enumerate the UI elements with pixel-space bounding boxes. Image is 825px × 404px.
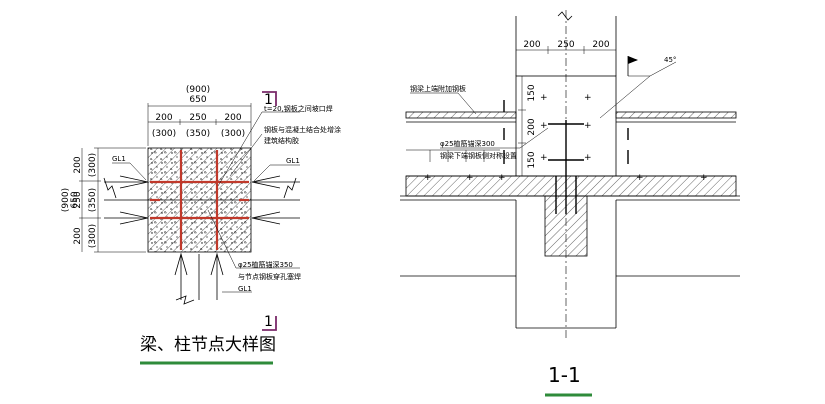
anchor-rebars (555, 176, 577, 214)
section-labels: 钢梁上端附加钢板 φ25植筋锚深300 钢梁下端钢板侧对称设置 (410, 84, 549, 160)
section-dim-top-3: 200 (592, 40, 609, 50)
note-top-2: 钢板与混凝土结合处增涂 (264, 125, 341, 134)
top-dimension-chain: (900) 650 200 250 200 (300) (350) (300) (147, 85, 252, 146)
dim-left-paren-1: (300) (88, 153, 98, 177)
dim-top-total-outer: (900) (186, 85, 210, 95)
concrete-slab (405, 175, 737, 197)
dim-left-seg-3: 200 (73, 227, 83, 244)
svg-text:+: + (466, 173, 474, 183)
svg-text:+: + (498, 173, 506, 183)
svg-text:+: + (584, 153, 592, 163)
detail-title: 梁、柱节点大样图 (140, 335, 276, 355)
connection-arrows (119, 175, 281, 276)
section-mark-bottom-label: 1 (264, 314, 273, 330)
section-dim-top-2: 250 (557, 40, 574, 50)
slab-markers: + + + + + (424, 173, 708, 183)
dim-top-paren-2: (350) (186, 129, 210, 139)
section-mark-top-label: 1 (264, 92, 273, 108)
section-note-3: 钢梁下端钢板侧对称设置 (440, 151, 517, 160)
section-dim-side-2: 200 (527, 118, 537, 135)
section-mark-top: 1 (262, 91, 277, 108)
dim-left-paren-2: (350) (88, 188, 98, 212)
dim-top-seg-2: 250 (189, 113, 206, 123)
column-concrete-texture (148, 148, 251, 252)
section-note-2: φ25植筋锚深300 (440, 139, 495, 148)
svg-text:+: + (584, 93, 592, 103)
dim-top-paren-3: (300) (221, 129, 245, 139)
svg-text:+: + (540, 93, 548, 103)
section-top-dims: 200 250 200 (516, 40, 616, 54)
label-gl-bottom: GL1 (238, 285, 252, 293)
steel-plates (150, 150, 249, 250)
svg-text:+: + (540, 121, 548, 131)
joint-bolts: + + + + + + (540, 93, 592, 176)
section-dim-side-1: 150 (527, 84, 537, 101)
dim-top-paren-1: (300) (152, 129, 176, 139)
weld-angle: 45° (664, 56, 676, 64)
dim-left-total-outer: (900) (61, 188, 71, 212)
label-gl-right: GL1 (286, 157, 300, 165)
svg-text:+: + (584, 121, 592, 131)
dim-left-seg-1: 200 (73, 156, 83, 173)
note-bottom-1: φ25植筋锚深350 (238, 260, 293, 269)
section-note-1: 钢梁上端附加钢板 (410, 84, 466, 93)
weld-symbol: 45° (599, 56, 676, 119)
svg-text:+: + (540, 153, 548, 163)
section-1-1: 200 250 200 150 200 150 45° + + + (400, 10, 740, 397)
dim-top-seg-3: 200 (224, 113, 241, 123)
dim-left-seg-2: 250 (73, 191, 83, 208)
section-dim-top-1: 200 (523, 40, 540, 50)
joint-detail-plan: (900) 650 200 250 200 (300) (350) (300) … (61, 85, 341, 365)
label-gl-left: GL1 (112, 155, 126, 163)
section-mark-bottom: 1 (262, 314, 277, 331)
note-top-3: 建筑结构胶 (264, 136, 299, 145)
section-dim-side-3: 150 (527, 151, 537, 168)
beam-side-ticks (429, 100, 629, 164)
steel-beam-right (615, 111, 737, 177)
dim-left-total-inner: 650 (70, 191, 80, 208)
svg-text:+: + (424, 173, 432, 183)
dim-top-seg-1: 200 (155, 113, 172, 123)
left-dimension-chain: (900) 650 200 250 200 (300) (350) (300) (61, 147, 146, 253)
section-title: 1-1 (548, 363, 581, 387)
bottom-notes: φ25植筋锚深350 与节点钢板穿孔塞焊 (207, 209, 301, 281)
svg-text:+: + (636, 173, 644, 183)
dim-left-paren-3: (300) (88, 224, 98, 248)
top-notes: t=20,钢板之间坡口焊 钢板与混凝土结合处增涂 建筑结构胶 (217, 104, 341, 187)
dim-top-total-inner: 650 (189, 95, 206, 105)
note-top-1: t=20,钢板之间坡口焊 (264, 104, 333, 113)
section-side-dims: 150 200 150 (518, 76, 537, 176)
note-bottom-2: 与节点钢板穿孔塞焊 (238, 272, 301, 281)
svg-text:+: + (700, 173, 708, 183)
